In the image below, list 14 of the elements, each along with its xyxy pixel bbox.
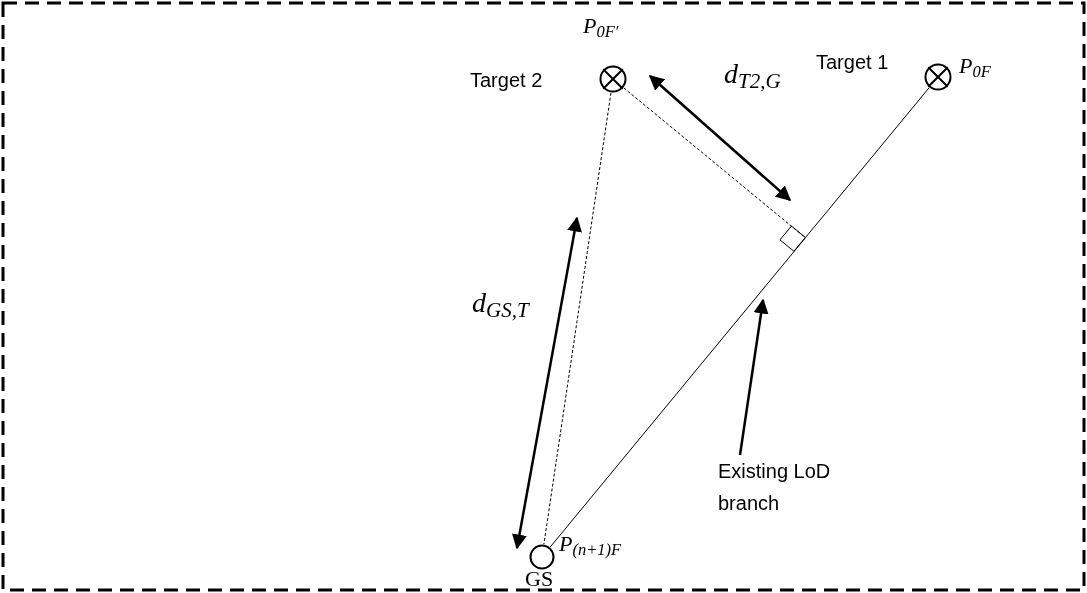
- dashed-line: [543, 92, 612, 545]
- target-marker: [599, 65, 627, 93]
- node-caption: P$_{0F′}$: [583, 12, 619, 40]
- line: [549, 87, 930, 548]
- node-caption: Target 2: [470, 68, 543, 93]
- node-caption: GS: [525, 565, 554, 593]
- node-caption: P$_{(n+1)F}$: [559, 530, 622, 558]
- node-caption: Target 1: [816, 50, 889, 75]
- right-angle-mark: [780, 226, 806, 252]
- leader-arrow: [738, 298, 769, 456]
- station-circle: [529, 544, 555, 570]
- node-caption: P$_{0F}$: [959, 52, 991, 80]
- annotation-text: Existing LoD branch: [718, 459, 832, 516]
- target-marker: [924, 63, 952, 91]
